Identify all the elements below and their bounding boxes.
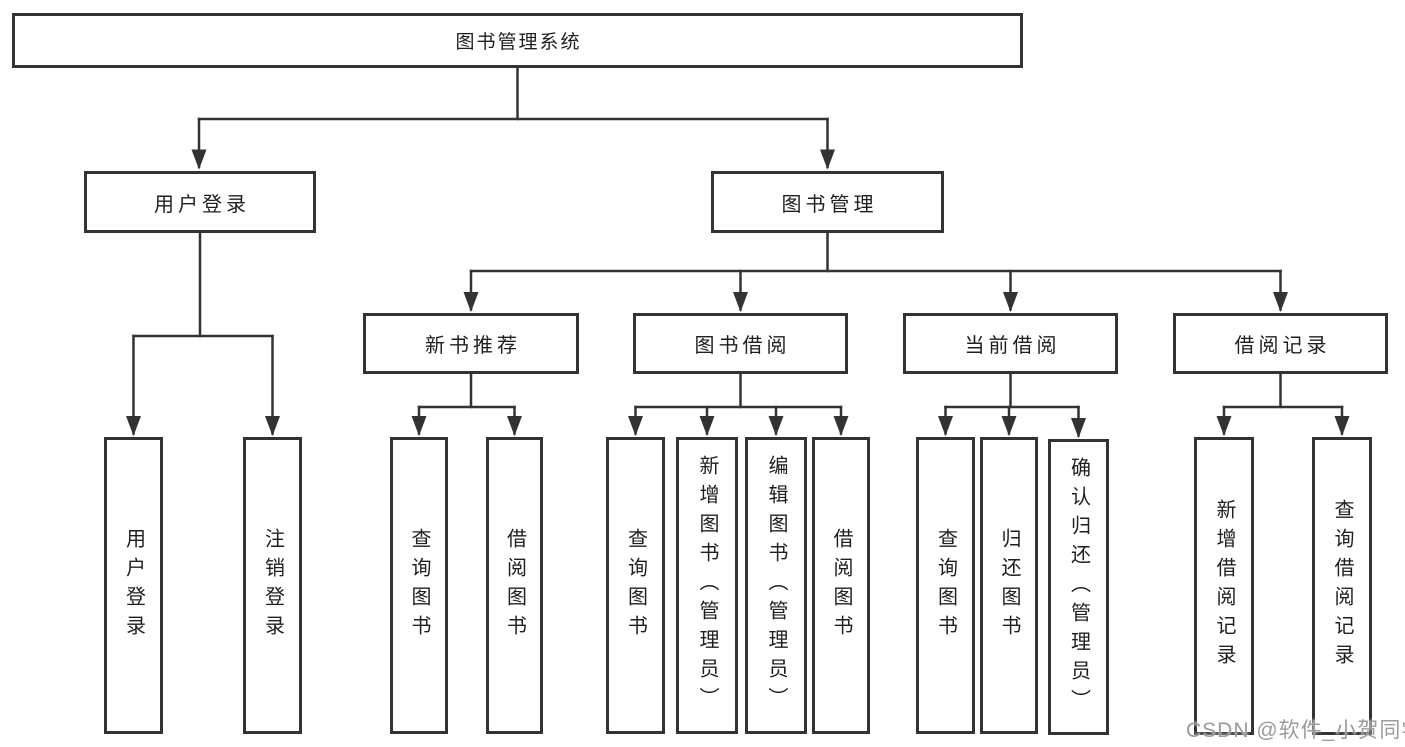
leaf-borrow-books-borrowing: 借阅图书 [812, 437, 870, 734]
leaf-query-books-current: 查询图书 [916, 437, 975, 734]
node-borrowing-records: 借阅记录 [1173, 313, 1388, 374]
leaf-query-books-borrowing: 查询图书 [606, 437, 665, 734]
node-current-borrowing: 当前借阅 [903, 313, 1118, 374]
node-new-book-recommend: 新书推荐 [363, 313, 579, 374]
leaf-edit-books-admin: 编辑图书（管理员） [745, 437, 807, 734]
leaf-query-books-recommend: 查询图书 [390, 437, 448, 734]
node-library-management-system: 图书管理系统 [12, 13, 1023, 68]
leaf-add-books-admin: 新增图书（管理员） [676, 437, 738, 734]
leaf-confirm-return-admin: 确认归还（管理员） [1048, 439, 1109, 735]
leaf-borrow-books-recommend: 借阅图书 [486, 437, 543, 734]
leaf-user-login: 用户登录 [104, 437, 163, 734]
leaf-return-books: 归还图书 [980, 437, 1038, 734]
leaf-add-borrow-record: 新增借阅记录 [1194, 437, 1254, 735]
connector-root-to-level2 [191, 66, 835, 170]
leaf-logout-login: 注销登录 [243, 437, 302, 734]
node-book-borrowing: 图书借阅 [633, 313, 848, 374]
node-user-login: 用户登录 [84, 171, 316, 233]
connector-borrow-records-to-leaves [1216, 372, 1350, 436]
watermark-csdn: CSDN @软件_小贺同学 [1186, 719, 1405, 742]
connector-new-book-rec-to-leaves [411, 372, 522, 436]
node-book-management: 图书管理 [711, 171, 944, 233]
connector-book-mgmt-to-level3 [463, 231, 1288, 312]
leaf-query-borrow-record: 查询借阅记录 [1312, 437, 1372, 735]
connector-user-login-to-leaves [126, 231, 280, 436]
connector-book-borrow-to-leaves [628, 372, 849, 436]
connector-current-borrow-to-leaves [938, 372, 1086, 438]
